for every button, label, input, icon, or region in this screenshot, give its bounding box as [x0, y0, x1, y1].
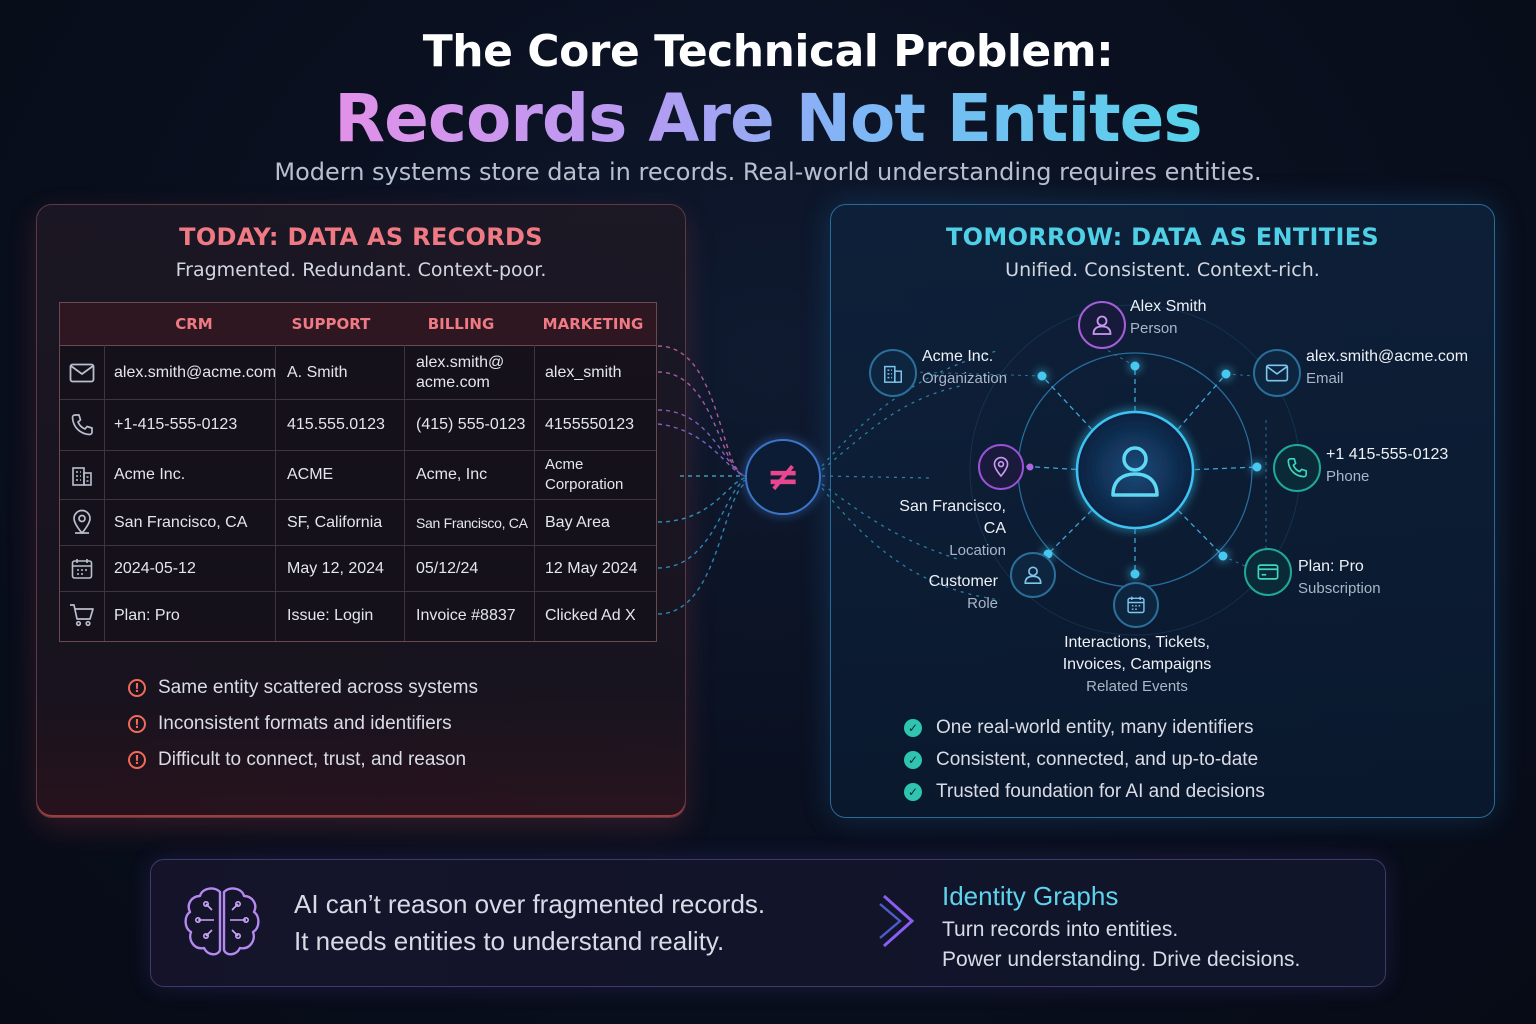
table-cell: +1-415-555-0123 [114, 416, 238, 433]
location-node-icon [978, 444, 1024, 490]
table-cell: 05/12/24 [416, 559, 479, 577]
footer-left-line1: AI can’t reason over fragmented records. [294, 889, 766, 919]
building-icon [68, 461, 96, 489]
table-cell: Clicked Ad X [545, 607, 636, 624]
subtitle: Modern systems store data in records. Re… [274, 158, 1262, 186]
entities-panel-subtitle: Unified. Consistent. Context-rich. [1005, 259, 1320, 281]
issue-text: Same entity scattered across systems [158, 677, 478, 698]
user-node-icon [1010, 552, 1056, 598]
benefit-text: One real-world entity, many identifiers [936, 717, 1254, 738]
table-cell: San Francisco, CA [416, 514, 528, 531]
column-header-support: SUPPORT [291, 315, 371, 333]
benefit-item: ✓ Trusted foundation for AI and decisions [904, 780, 1265, 804]
issue-text: Inconsistent formats and identifiers [158, 713, 452, 734]
table-cell: alex.smith@acme.com [114, 364, 277, 381]
cart-icon [68, 601, 96, 629]
footer-left-line2: It needs entities to understand reality. [294, 926, 725, 956]
mail-icon [68, 359, 96, 387]
table-cell: SF, California [287, 513, 383, 531]
table-header [60, 303, 656, 346]
check-circle-icon: ✓ [904, 783, 922, 801]
footer-right-line2: Power understanding. Drive decisions. [942, 948, 1301, 971]
alert-icon: ! [128, 715, 146, 733]
records-panel-title: TODAY: DATA AS RECORDS [179, 223, 543, 251]
column-header-billing: BILLING [427, 315, 495, 333]
divider [60, 591, 656, 592]
table-cell: Acme Corporation [545, 456, 624, 493]
issue-item: ! Difficult to connect, trust, and reason [128, 748, 466, 772]
table-cell: A. Smith [287, 364, 348, 381]
table-cell: (415) 555-0123 [416, 416, 526, 433]
footer-right-title: Identity Graphs [942, 881, 1119, 911]
table-cell: Acme, Inc [416, 466, 488, 483]
alert-icon: ! [128, 679, 146, 697]
table-cell: 12 May 2024 [545, 559, 638, 577]
events-node-label: Interactions, Tickets, Invoices, Campaig… [1062, 634, 1212, 695]
benefit-item: ✓ One real-world entity, many identifiers [904, 716, 1254, 740]
table-cell: 2024-05-12 [114, 559, 196, 577]
organization-node-icon [869, 349, 917, 397]
table-cell: May 12, 2024 [287, 559, 384, 577]
brain-icon [180, 882, 264, 962]
not-equal-symbol: ≠ [766, 454, 800, 500]
title-line1: The Core Technical Problem: [422, 26, 1114, 77]
issue-item: ! Inconsistent formats and identifiers [128, 712, 452, 736]
table-cell: ACME [287, 466, 334, 483]
footer-callout [150, 859, 1386, 987]
table-cell: Plan: Pro [114, 607, 180, 624]
title-line2-text: Records Are Not Entites [334, 80, 1202, 157]
calendar-node-icon [1113, 582, 1159, 628]
divider [60, 399, 656, 400]
phone-node-icon [1273, 444, 1321, 492]
table-cell: Acme Inc. [114, 466, 186, 483]
column-header-marketing: MARKETING [542, 315, 644, 333]
footer-right-line1: Turn records into entities. [942, 918, 1179, 941]
phone-icon [68, 411, 96, 439]
issue-item: ! Same entity scattered across systems [128, 676, 478, 700]
title-line2: Records Are Not Entites [0, 80, 1536, 157]
table-cell: alex_smith [545, 364, 622, 381]
column-header-crm: CRM [175, 315, 213, 333]
check-circle-icon: ✓ [904, 751, 922, 769]
table-cell: San Francisco, CA [114, 513, 248, 531]
records-table: CRM SUPPORT BILLING MARKETING alex.smith… [59, 302, 657, 642]
benefit-text: Trusted foundation for AI and decisions [936, 781, 1265, 802]
divider [104, 345, 105, 641]
divider [275, 345, 276, 641]
check-circle-icon: ✓ [904, 719, 922, 737]
organization-node-label: Acme Inc.Organization [922, 348, 1008, 387]
table-cell: Bay Area [545, 513, 610, 531]
table-cell: 4155550123 [545, 416, 634, 433]
alert-icon: ! [128, 751, 146, 769]
issue-text: Difficult to connect, trust, and reason [158, 749, 467, 770]
calendar-icon [68, 555, 96, 583]
divider [404, 345, 405, 641]
location-pin-icon [68, 508, 96, 536]
email-node-icon [1253, 349, 1301, 397]
person-node-icon [1078, 301, 1126, 349]
person-icon [1105, 440, 1165, 500]
divider [60, 450, 656, 451]
table-cell: alex.smith@ acme.com [416, 354, 505, 391]
benefit-text: Consistent, connected, and up-to-date [936, 749, 1259, 770]
benefit-item: ✓ Consistent, connected, and up-to-date [904, 748, 1258, 772]
entities-panel-title: TOMORROW: DATA AS ENTITIES [946, 223, 1379, 251]
chevron-right-icon [876, 890, 922, 952]
credit-card-node-icon [1244, 548, 1292, 596]
divider [534, 345, 535, 641]
table-cell: Invoice #8837 [416, 607, 516, 624]
divider [60, 499, 656, 500]
table-cell: 415.555.0123 [287, 416, 385, 433]
divider [60, 545, 656, 546]
table-cell: Issue: Login [287, 607, 374, 624]
records-panel-subtitle: Fragmented. Redundant. Context-poor. [175, 259, 547, 281]
